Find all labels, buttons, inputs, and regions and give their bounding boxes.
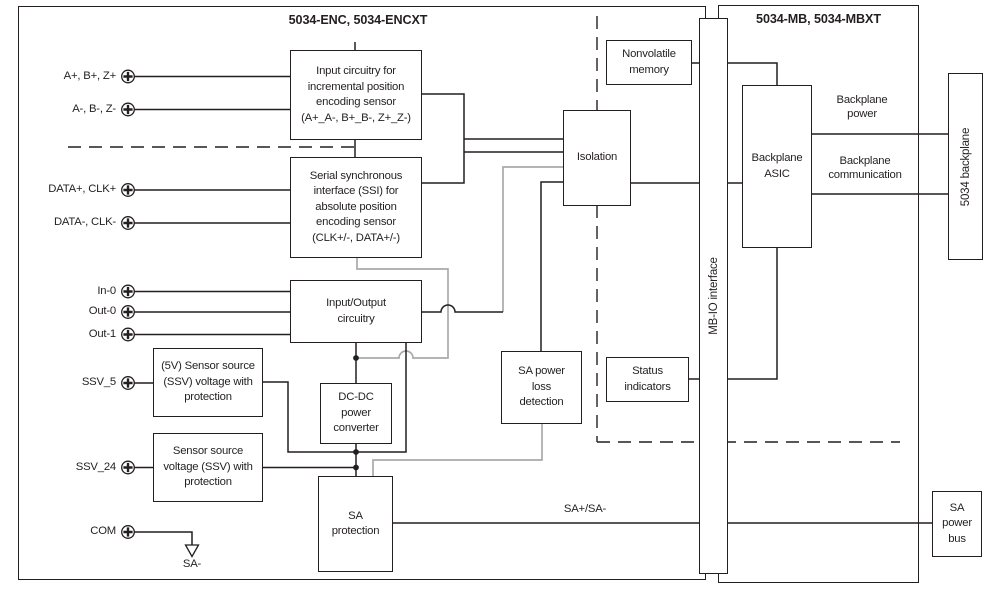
terminal-icon xyxy=(121,460,135,475)
terminal-label-abz-plus: A+, B+, Z+ xyxy=(63,69,117,82)
terminal-icon xyxy=(121,284,135,299)
mbio-interface-bar: MB-IO interface xyxy=(699,18,728,574)
backplane-power-line2: power xyxy=(847,107,877,120)
terminal-label-out1: Out-1 xyxy=(88,327,116,340)
box-text-line: Nonvolatile xyxy=(622,48,676,60)
box-text-line: Serial synchronous xyxy=(309,169,403,182)
input-output-circuitry-box: Input/Output circuitry xyxy=(290,280,422,343)
sensor-source-5v-box: (5V) Sensor source (SSV) voltage with prot… xyxy=(153,348,263,417)
box-text-line: Sensor source xyxy=(172,445,244,458)
box-text-line: Input circuitry for xyxy=(316,65,396,77)
isolation-boundary-dashed xyxy=(68,16,900,443)
box-text-line: indicators xyxy=(624,380,671,393)
terminal-label-in0: In-0 xyxy=(97,284,116,297)
backplane-5034-bar: 5034 backplane xyxy=(948,73,983,260)
box-text-line: power xyxy=(942,517,972,530)
input-circuitry-box: Input circuitry for incremental position e… xyxy=(290,50,422,140)
box-text-line: protection xyxy=(331,525,380,537)
wire-isolation-to-saloss xyxy=(540,181,563,351)
box-text-line: SA power xyxy=(518,365,565,378)
box-text-line: Isolation xyxy=(576,151,618,164)
junction-dots xyxy=(353,355,359,471)
nonvolatile-memory-box: Nonvolatile memory xyxy=(606,40,692,85)
wire-inputcircuitry-ssi-riser xyxy=(422,93,465,184)
backplane-power-line1: Backplane xyxy=(836,94,888,106)
wire-5v-to-io xyxy=(263,343,407,453)
box-text-line: detection xyxy=(519,396,564,409)
sa-protection-box: SA protection xyxy=(318,476,393,572)
box-text-line: SA xyxy=(949,501,965,514)
wire-io-to-isolation-gray xyxy=(502,166,563,312)
wire-com-to-sa-minus xyxy=(134,531,193,545)
sensor-source-24v-box: Sensor source voltage (SSV) with protectio… xyxy=(153,433,263,502)
terminal-label-ssv24: SSV_24 xyxy=(75,460,116,473)
terminal-icon xyxy=(121,69,135,84)
terminal-icon xyxy=(121,216,135,230)
box-text-line: (CLK+/-, DATA+/-) xyxy=(312,231,400,244)
ssi-box: Serial synchronous interface (SSI) for abs… xyxy=(290,157,422,258)
box-text-line: ASIC xyxy=(764,167,790,180)
box-text-line: (5V) Sensor source xyxy=(161,360,255,373)
wire-saloss-to-saprotection-gray xyxy=(372,424,543,476)
terminal-icon xyxy=(121,102,135,117)
box-text-line: (SSV) voltage with xyxy=(163,375,253,388)
terminal-label-data-clk-minus: DATA-, CLK- xyxy=(53,216,116,228)
terminal-label-out0: Out-0 xyxy=(88,305,116,317)
terminal-icons xyxy=(121,69,135,539)
wire-ssi-to-power-node-gray xyxy=(356,258,449,359)
mb-module-title: 5034-MB, 5034-MBXT xyxy=(756,12,881,26)
terminal-icon xyxy=(121,376,135,390)
box-text-line: DC-DC xyxy=(338,391,374,404)
box-text-line: protection xyxy=(184,476,232,489)
sa-wire-label: SA+/SA- xyxy=(563,503,607,515)
gray-wires xyxy=(356,166,563,476)
dcdc-converter-box: DC-DC power converter xyxy=(320,383,392,444)
sa-power-loss-detection-box: SA power loss detection xyxy=(501,351,582,424)
mbio-interface-label: MB-IO interface xyxy=(707,257,720,335)
box-text-line: memory xyxy=(629,63,669,76)
terminal-label-ssv5: SSV_5 xyxy=(81,376,116,388)
terminal-icon xyxy=(121,183,135,197)
box-text-line: circuitry xyxy=(337,312,375,325)
status-indicators-box: Status indicators xyxy=(606,357,689,402)
box-text-line: Status xyxy=(632,365,663,377)
backplane-power-label: Backplane power xyxy=(812,94,912,121)
backplane-comm-line1: Backplane xyxy=(839,155,891,167)
terminal-label-data-clk-plus: DATA+, CLK+ xyxy=(48,183,116,195)
wire-io-hop xyxy=(422,304,503,313)
sa-minus-label: SA- xyxy=(182,558,202,570)
box-text-line: SA xyxy=(348,509,363,522)
box-text-line: loss xyxy=(531,380,552,393)
terminal-label-com: COM xyxy=(90,525,116,537)
box-text-line: interface (SSI) for xyxy=(313,185,399,198)
box-text-line: converter xyxy=(333,422,379,435)
sa-minus-ground-icon xyxy=(184,544,200,558)
backplane-comm-label: Backplane communication xyxy=(805,155,925,182)
isolation-box: Isolation xyxy=(563,110,631,206)
box-text-line: incremental position xyxy=(307,80,405,93)
box-text-line: absolute position xyxy=(315,200,397,213)
box-text-line: encoding sensor xyxy=(316,96,396,108)
box-text-line: voltage (SSV) with xyxy=(163,460,253,473)
box-text-line: encoding sensor xyxy=(316,216,396,229)
terminal-label-abz-minus: A-, B-, Z- xyxy=(72,102,116,115)
terminal-icon xyxy=(121,327,135,342)
backplane-5034-label: 5034 backplane xyxy=(959,127,972,206)
box-text-line: bus xyxy=(948,532,966,545)
backplane-comm-line2: communication xyxy=(828,168,902,181)
box-text-line: Input/Output xyxy=(326,297,386,309)
terminal-icon xyxy=(121,305,135,319)
sa-power-bus-box: SA power bus xyxy=(932,491,982,557)
box-text-line: Backplane xyxy=(751,152,803,164)
box-text-line: (A+_A-, B+_B-, Z+_Z-) xyxy=(301,111,411,124)
box-text-line: protection xyxy=(184,391,232,404)
enc-module-title: 5034-ENC, 5034-ENCXT xyxy=(288,13,428,27)
box-text-line: power xyxy=(341,406,371,419)
terminal-icon xyxy=(121,525,135,539)
